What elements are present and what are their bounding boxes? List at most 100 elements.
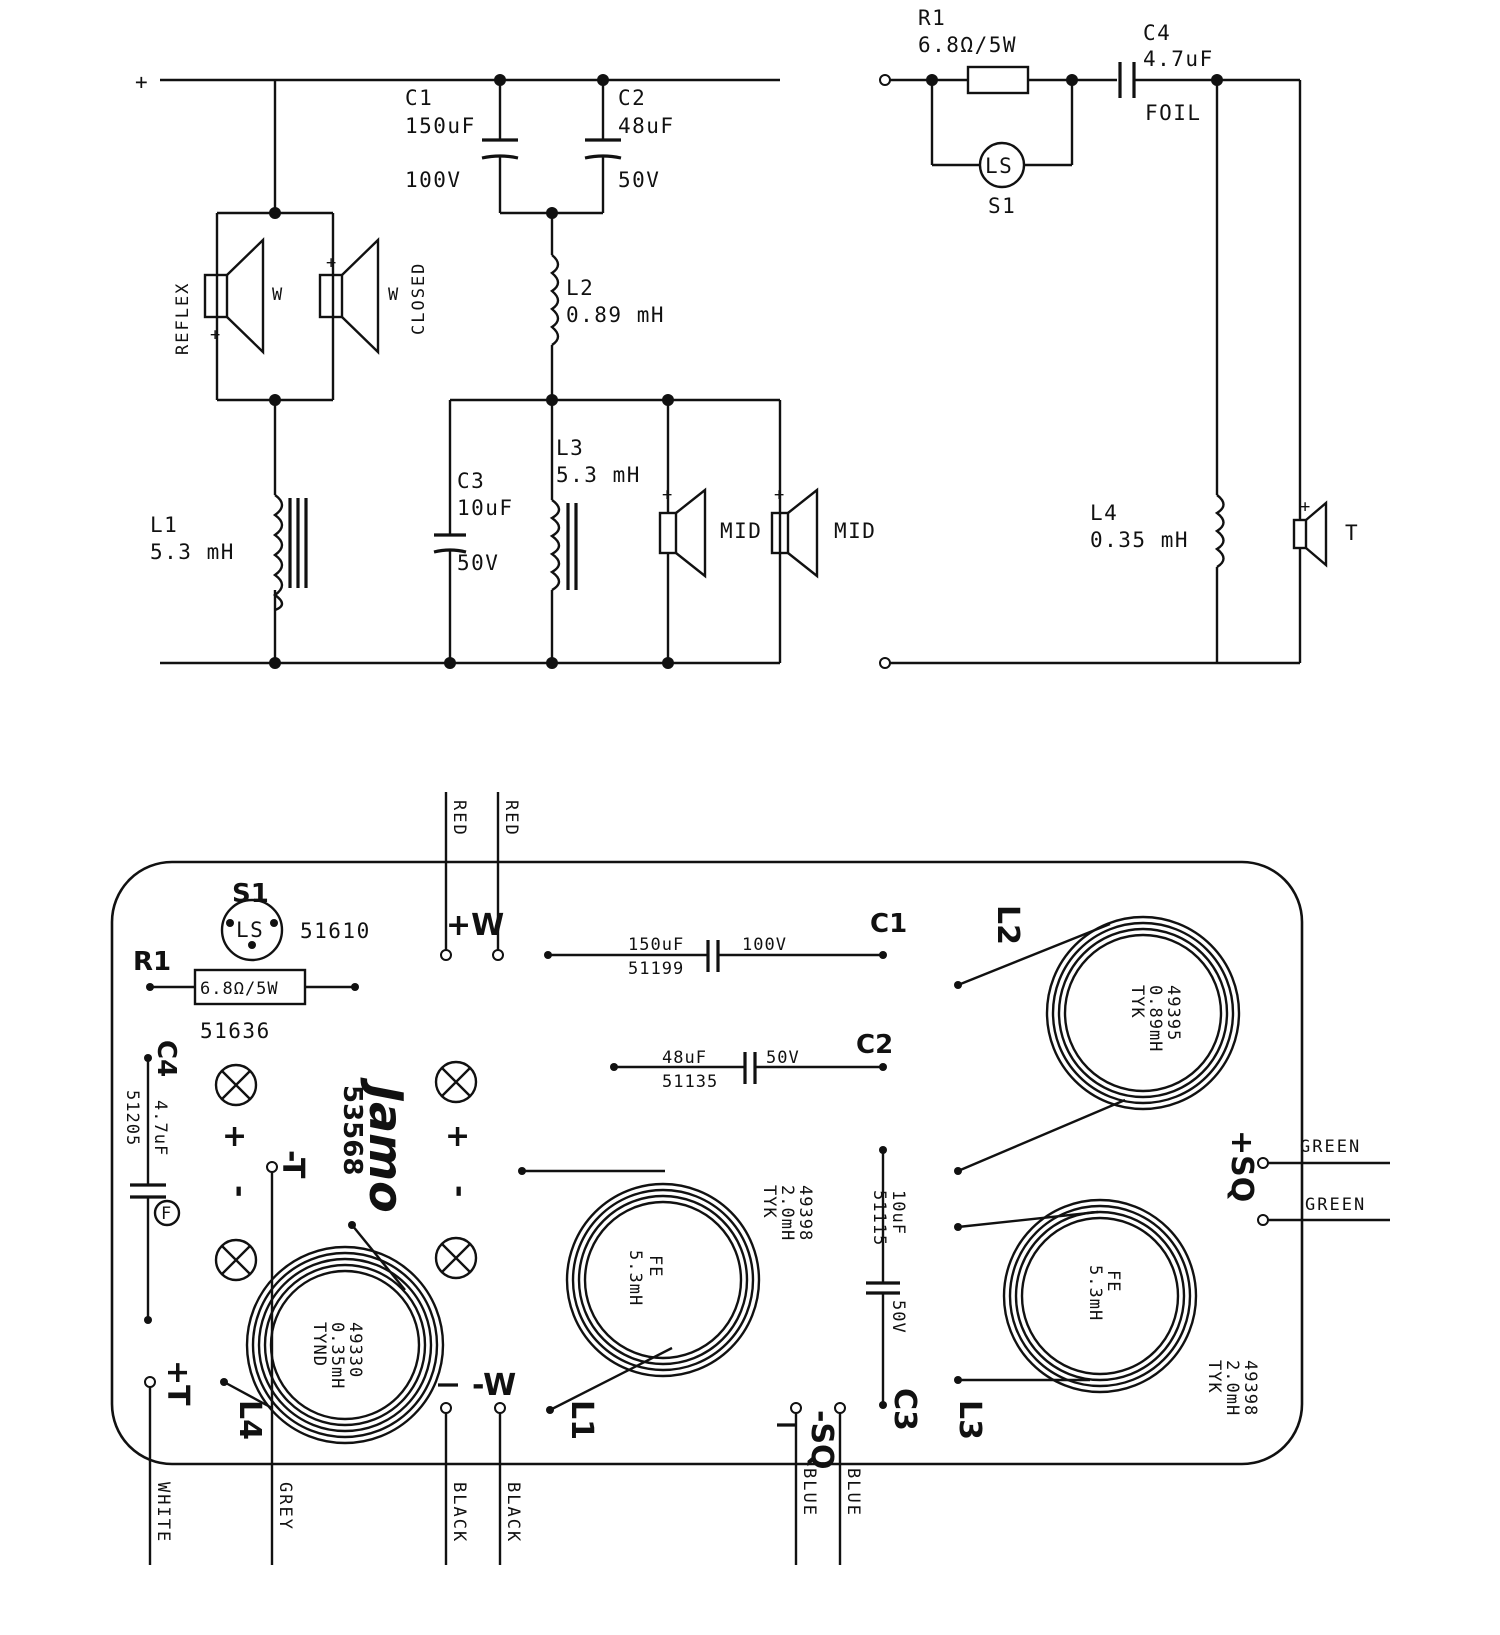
svg-text:MID: MID <box>720 519 762 543</box>
r1-name: R1 <box>918 6 946 30</box>
reflex-label: REFLEX <box>173 282 193 355</box>
svg-text:51205: 51205 <box>122 1090 142 1146</box>
svg-text:51610: 51610 <box>300 919 371 943</box>
svg-text:49398: 49398 <box>795 1185 815 1241</box>
svg-text:+: + <box>662 485 673 505</box>
board-l3-coil: FE 5.3mH 49398 2.0mH TYK L3 <box>952 1198 1260 1440</box>
minus-w-label: -W <box>472 1368 516 1403</box>
plus-sq-terminal-2[interactable] <box>1257 1214 1269 1226</box>
plus-left: + <box>222 1119 247 1154</box>
wire-blue-1: BLUE <box>799 1468 819 1517</box>
minus-w-terminal-2[interactable] <box>494 1402 506 1414</box>
minus-right: - <box>442 1185 477 1197</box>
plus-t-terminal[interactable] <box>144 1376 156 1388</box>
minus-sq-label: -SQ <box>804 1410 839 1470</box>
svg-text:10uF: 10uF <box>888 1190 908 1235</box>
svg-text:R1: R1 <box>133 947 171 977</box>
svg-text:150uF: 150uF <box>628 935 684 955</box>
minus-sq-terminal-2[interactable] <box>834 1402 846 1414</box>
svg-text:W: W <box>388 285 400 305</box>
minus-left: - <box>222 1185 257 1197</box>
svg-text:2.0mH: 2.0mH <box>1222 1360 1242 1416</box>
l4-name: L4 <box>1090 501 1118 525</box>
wire-blue-2: BLUE <box>843 1468 863 1517</box>
board-l4-coil: 49330 0.35mH TYND L4 <box>220 1221 445 1445</box>
svg-text:100V: 100V <box>742 935 787 955</box>
schematic-right: R1 6.8Ω/5W LS S1 C4 4.7uF FOIL L4 0.35 m… <box>879 6 1358 669</box>
svg-text:+: + <box>1300 497 1311 517</box>
svg-text:MID: MID <box>834 519 876 543</box>
svg-text:C4: C4 <box>151 1040 181 1077</box>
svg-text:51115: 51115 <box>869 1190 889 1246</box>
svg-text:48uF: 48uF <box>662 1048 707 1068</box>
svg-text:49330: 49330 <box>345 1322 365 1378</box>
c1-value: 150uF <box>405 114 476 138</box>
board-l2-coil: 49395 0.89mH TYK L2 <box>954 905 1241 1175</box>
woofer-closed-driver: + W <box>318 237 400 355</box>
c2-voltage: 50V <box>618 168 660 192</box>
svg-text:L2: L2 <box>990 905 1025 945</box>
wire-white: WHITE <box>153 1482 173 1543</box>
plus-w-terminal-2[interactable] <box>492 949 504 961</box>
s1-switch-symbol <box>978 141 1026 189</box>
board-r1: R1 6.8Ω/5W 51636 <box>133 947 359 1043</box>
svg-text:C2: C2 <box>856 1030 893 1060</box>
board-s1: LS S1 51610 <box>220 879 371 962</box>
plus-w-label: +W <box>446 908 504 943</box>
svg-text:2.0mH: 2.0mH <box>777 1185 797 1241</box>
mid-driver-1: + MID <box>658 485 762 579</box>
svg-text:FE: FE <box>1103 1270 1123 1292</box>
svg-text:F: F <box>161 1204 172 1224</box>
mounting-x-marks <box>214 1060 478 1282</box>
svg-text:4.7uF: 4.7uF <box>150 1100 170 1156</box>
svg-text:+: + <box>210 325 221 345</box>
svg-text:TYK: TYK <box>1127 985 1147 1019</box>
jamo-logo: Jamo 53568 <box>337 1077 413 1213</box>
board-c1: 150uF 51199 100V C1 <box>544 909 907 979</box>
svg-text:LS: LS <box>985 154 1013 178</box>
svg-text:C3: C3 <box>887 1388 922 1431</box>
l4-value: 0.35 mH <box>1090 528 1189 552</box>
svg-text:0.89mH: 0.89mH <box>1145 985 1165 1052</box>
svg-text:C1: C1 <box>870 909 907 939</box>
r1-resistor <box>966 65 1030 95</box>
c2-value: 48uF <box>618 114 675 138</box>
svg-text:51199: 51199 <box>628 959 684 979</box>
mid-driver-2: + MID <box>770 485 876 579</box>
svg-text:5.3mH: 5.3mH <box>625 1250 645 1306</box>
plus-sq-terminal-1[interactable] <box>1257 1157 1269 1169</box>
c2-name: C2 <box>618 86 646 110</box>
wire-black-2: BLACK <box>503 1482 523 1543</box>
wire-grey: GREY <box>275 1482 295 1531</box>
svg-text:Jamo: Jamo <box>359 1077 413 1213</box>
c3-value: 10uF <box>457 496 514 520</box>
svg-text:LS: LS <box>236 918 264 942</box>
schematic-left: + + W REFLEX + W <box>135 70 876 669</box>
svg-text:50V: 50V <box>888 1300 908 1334</box>
plus-w-terminal-1[interactable] <box>440 949 452 961</box>
svg-text:TYK: TYK <box>1204 1360 1224 1394</box>
wire-green-2: GREEN <box>1305 1195 1366 1215</box>
l2-name: L2 <box>566 276 594 300</box>
c4-value: 4.7uF <box>1143 47 1214 71</box>
wire-labels: RED RED GREEN GREEN WHITE GREY BLACK BLA… <box>153 800 1366 1543</box>
wire-black-1: BLACK <box>449 1482 469 1543</box>
plus-input-mark: + <box>135 70 149 94</box>
c4-name: C4 <box>1143 21 1171 45</box>
c3-voltage: 50V <box>457 551 499 575</box>
c3-name: C3 <box>457 469 485 493</box>
svg-text:W: W <box>272 285 284 305</box>
minus-w-terminal-1[interactable] <box>440 1402 452 1414</box>
svg-text:5.3mH: 5.3mH <box>1085 1265 1105 1321</box>
board-l1-coil: FE 5.3mH 49398 2.0mH TYK L1 <box>518 1167 815 1440</box>
plus-right: + <box>445 1119 470 1154</box>
plus-sq-label: +SQ <box>1224 1130 1259 1202</box>
svg-text:53568: 53568 <box>337 1085 367 1175</box>
tweeter-driver: + T <box>1292 497 1358 568</box>
minus-sq-terminal-1[interactable] <box>790 1402 802 1414</box>
l2-coil <box>549 254 560 346</box>
board-c4: C4 4.7uF 51205 F <box>122 1040 181 1324</box>
svg-text:0.35mH: 0.35mH <box>327 1322 347 1389</box>
l1-value: 5.3 mH <box>150 540 235 564</box>
